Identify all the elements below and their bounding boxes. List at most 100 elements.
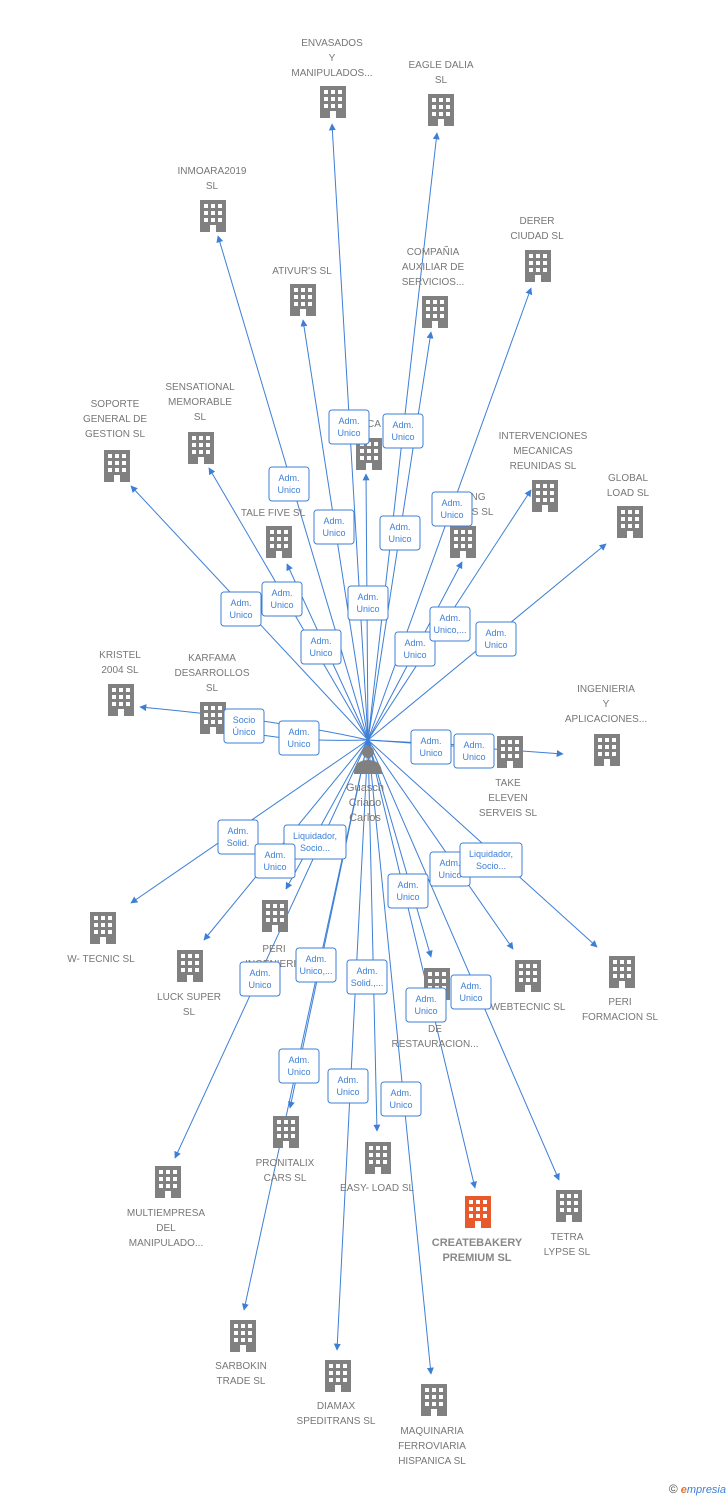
company-node-talefive[interactable]: TALE FIVE SL xyxy=(241,508,306,558)
edge-restauracion xyxy=(367,739,433,958)
role-label-r_ng-0: Adm. xyxy=(441,498,462,508)
role-label-r_ingenieria-0: Adm. xyxy=(463,740,484,750)
role-box-r_kristel: Adm.Unico xyxy=(278,720,320,756)
building-icon xyxy=(515,960,541,992)
building-icon xyxy=(200,200,226,232)
person-name-1: Criado xyxy=(349,797,381,809)
role-label-r_tetra-1: Unico xyxy=(459,993,482,1003)
building-icon xyxy=(290,284,316,316)
role-box-r_soporte: Adm.Unico xyxy=(220,591,262,627)
role-label-r_eagle-1: Unico xyxy=(391,432,414,442)
role-label-r_kristel-1: Unico xyxy=(287,739,310,749)
role-label-r_takeeleven-1: Unico xyxy=(419,748,442,758)
building-icon xyxy=(422,296,448,328)
building-icon xyxy=(450,526,476,558)
role-label-r_maquinaria-0: Adm. xyxy=(390,1088,411,1098)
company-label-intervenciones-1: MECANICAS xyxy=(513,446,573,457)
company-node-multiempresa[interactable]: MULTIEMPRESADELMANIPULADO... xyxy=(127,1166,205,1249)
role-box-r_maquinaria: Adm.Unico xyxy=(380,1081,422,1117)
building-icon xyxy=(108,684,134,716)
role-box-r_ingenieria: Adm. Unico xyxy=(453,733,495,769)
role-box-r_pronitalix: Adm.Unico xyxy=(278,1048,320,1084)
company-label-talefive-0: TALE FIVE SL xyxy=(241,508,306,519)
role-label-r_eagle-0: Adm. xyxy=(392,420,413,430)
building-icon xyxy=(230,1320,256,1352)
edge-tetra xyxy=(367,739,560,1181)
edge-sarbokin xyxy=(241,739,369,1311)
brand-e: e xyxy=(680,1484,687,1496)
company-label-intervenciones-0: INTERVENCIONES xyxy=(499,431,588,442)
role-label-r_talefive-1: Unico xyxy=(309,648,332,658)
company-label-soporte-0: SOPORTE xyxy=(91,399,140,410)
person-icon xyxy=(354,760,382,774)
building-icon xyxy=(617,506,643,538)
role-box-r_tetra: Adm.Unico xyxy=(450,974,492,1010)
company-label-tetra-1: LYPSE SL xyxy=(544,1247,591,1258)
company-label-sarbokin-0: SARBOKIN xyxy=(215,1361,267,1372)
company-label-eagle-0: EAGLE DALIA xyxy=(408,60,473,71)
role-label-r_derer-1: Unico xyxy=(403,650,426,660)
edge-easyload xyxy=(367,739,381,1132)
building-icon xyxy=(262,900,288,932)
role-box-r_takeeleven: Adm.Unico xyxy=(410,729,452,765)
building-icon xyxy=(177,950,203,982)
role-label-r_diamax-1: Unico xyxy=(336,1087,359,1097)
company-label-luck-1: SL xyxy=(183,1007,196,1018)
role-label-r_webtecnic-0: Adm. xyxy=(439,858,460,868)
role-label-r_ingenieria-1: Unico xyxy=(462,752,485,762)
company-node-ingenieria[interactable]: INGENIERIAYAPLICACIONES... xyxy=(565,684,647,766)
company-node-ativurs[interactable]: ATIVUR'S SL xyxy=(272,266,332,316)
company-node-ca[interactable]: CA xyxy=(356,419,382,470)
role-label-r_peri_ing-1: Socio... xyxy=(300,843,330,853)
role-box-r_createbakery: Adm.Unico xyxy=(387,873,429,909)
company-node-envasados[interactable]: ENVASADOSYMANIPULADOS... xyxy=(291,38,373,118)
building-icon xyxy=(609,956,635,988)
building-icon xyxy=(273,1116,299,1148)
company-node-peri_ing[interactable]: PERIINGENIERIA xyxy=(245,900,303,970)
role-label-r_inmoara-1: Unico xyxy=(277,485,300,495)
role-label-r_intervenciones-1: Unico,... xyxy=(433,625,466,635)
role-label-r_luck-0: Adm. xyxy=(264,850,285,860)
role-box-r_luck: Adm.Unico xyxy=(254,843,296,879)
company-label-restauracion-2: RESTAURACION... xyxy=(391,1039,478,1050)
building-icon xyxy=(525,250,551,282)
role-label-r_ativurs-1: Unico xyxy=(322,528,345,538)
roles-layer: Adm.UnicoAdm.UnicoAdm.UnicoAdm.UnicoAdm.… xyxy=(217,409,523,1117)
company-node-ng[interactable]: NGP S SL xyxy=(450,492,494,558)
company-node-webtecnic[interactable]: WEBTECNIC SL xyxy=(490,960,566,1013)
company-node-wtecnic[interactable]: W- TECNIC SL xyxy=(67,912,135,965)
building-icon xyxy=(428,94,454,126)
role-label-r_inmoara-0: Adm. xyxy=(278,473,299,483)
building-icon xyxy=(266,526,292,558)
role-label-r_wtecnic-1: Solid. xyxy=(227,838,250,848)
edge-kristel xyxy=(139,704,369,741)
role-label-r_sensational-0: Adm. xyxy=(271,588,292,598)
company-label-soporte-1: GENERAL DE xyxy=(83,414,147,425)
role-box-r_restauracion: Adm.Unico xyxy=(405,987,447,1023)
company-node-easyload[interactable]: EASY- LOAD SL xyxy=(340,1142,415,1194)
role-label-r_envasados-0: Adm. xyxy=(338,416,359,426)
role-box-r_sensational: Adm.Unico xyxy=(261,581,303,617)
role-label-r_envasados-1: Unico xyxy=(337,428,360,438)
